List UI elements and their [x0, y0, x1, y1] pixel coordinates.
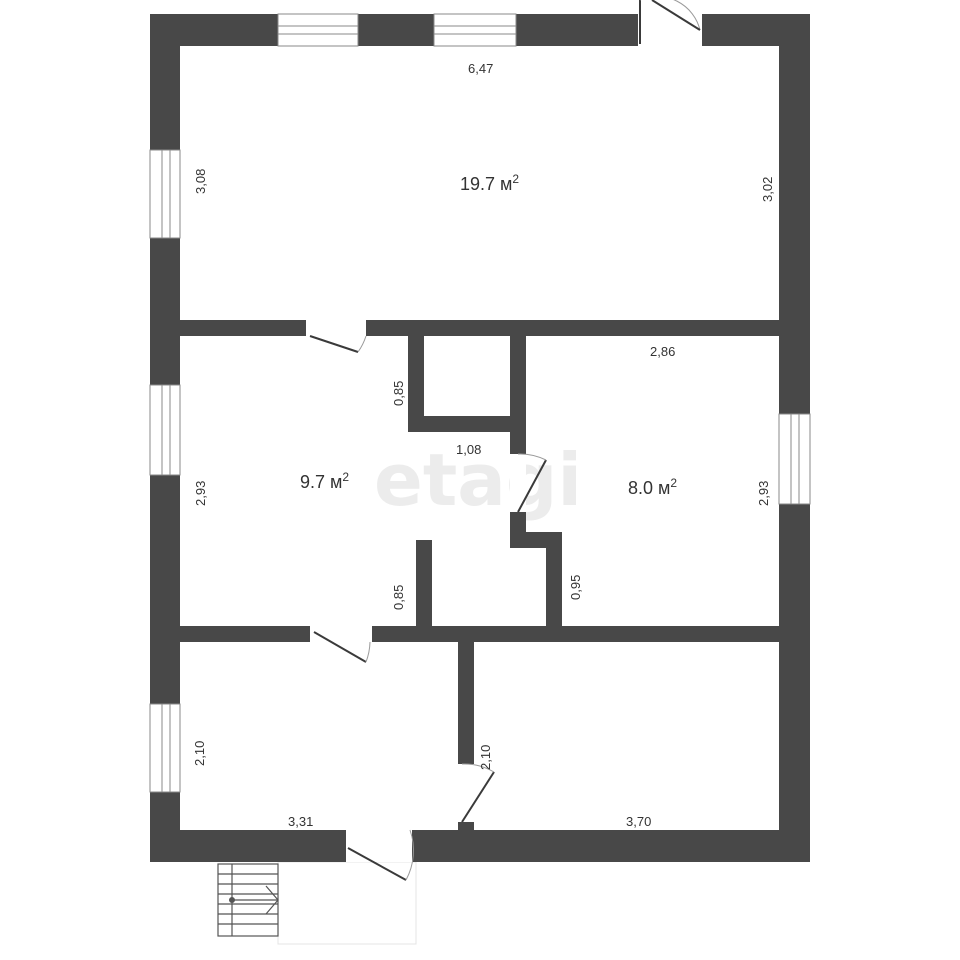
watermark-logo: etagi [374, 438, 582, 522]
dim-top-width: 6,47 [468, 61, 493, 76]
window-left-1 [149, 149, 181, 239]
dim-right-mid-width: 2,86 [650, 344, 675, 359]
room-area-left-mid: 9.7 м2 [300, 470, 349, 492]
dim-bottom-mid-height: 2,10 [478, 745, 493, 770]
door-lower-wall [310, 626, 372, 663]
dim-left-mid-height: 2,93 [193, 481, 208, 506]
interior-wall-upper [180, 320, 780, 336]
window-top-2 [433, 13, 517, 47]
dim-top-left-height: 3,08 [193, 169, 208, 194]
door-bottom-exit [346, 829, 414, 881]
closet-wall-bottom [408, 416, 526, 432]
door-upper-wall [306, 320, 367, 353]
door-entrance-top [638, 0, 702, 46]
bathroom-wall-stub [458, 822, 474, 836]
bathroom-wall [458, 636, 474, 764]
window-left-3 [149, 703, 181, 793]
door-hall-right [510, 453, 547, 513]
dim-step-height: 0,95 [568, 575, 583, 600]
window-right [778, 413, 811, 505]
window-top-1 [277, 13, 359, 47]
dim-hall-width: 1,08 [456, 442, 481, 457]
dim-partition-height: 0,85 [391, 585, 406, 610]
outer-wall-bottom [150, 830, 810, 862]
hall-wall-right-bottom [546, 532, 562, 632]
dim-right-mid-height: 2,93 [756, 481, 771, 506]
dim-bottom-right-width: 3,70 [626, 814, 651, 829]
hall-wall-left-bottom [416, 540, 432, 630]
dim-top-right-height: 3,02 [760, 177, 775, 202]
dim-bottom-left-width: 3,31 [288, 814, 313, 829]
dim-closet-height: 0,85 [391, 381, 406, 406]
closet-wall-left [408, 330, 424, 432]
interior-wall-lower [180, 626, 780, 642]
hall-wall-right-upper [510, 330, 526, 454]
room-area-right-mid: 8.0 м2 [628, 476, 677, 498]
dim-bottom-left-height: 2,10 [192, 741, 207, 766]
room-area-top: 19.7 м2 [460, 172, 519, 194]
stairs [217, 863, 279, 937]
window-left-2 [149, 384, 181, 476]
door-bathroom [458, 763, 495, 823]
